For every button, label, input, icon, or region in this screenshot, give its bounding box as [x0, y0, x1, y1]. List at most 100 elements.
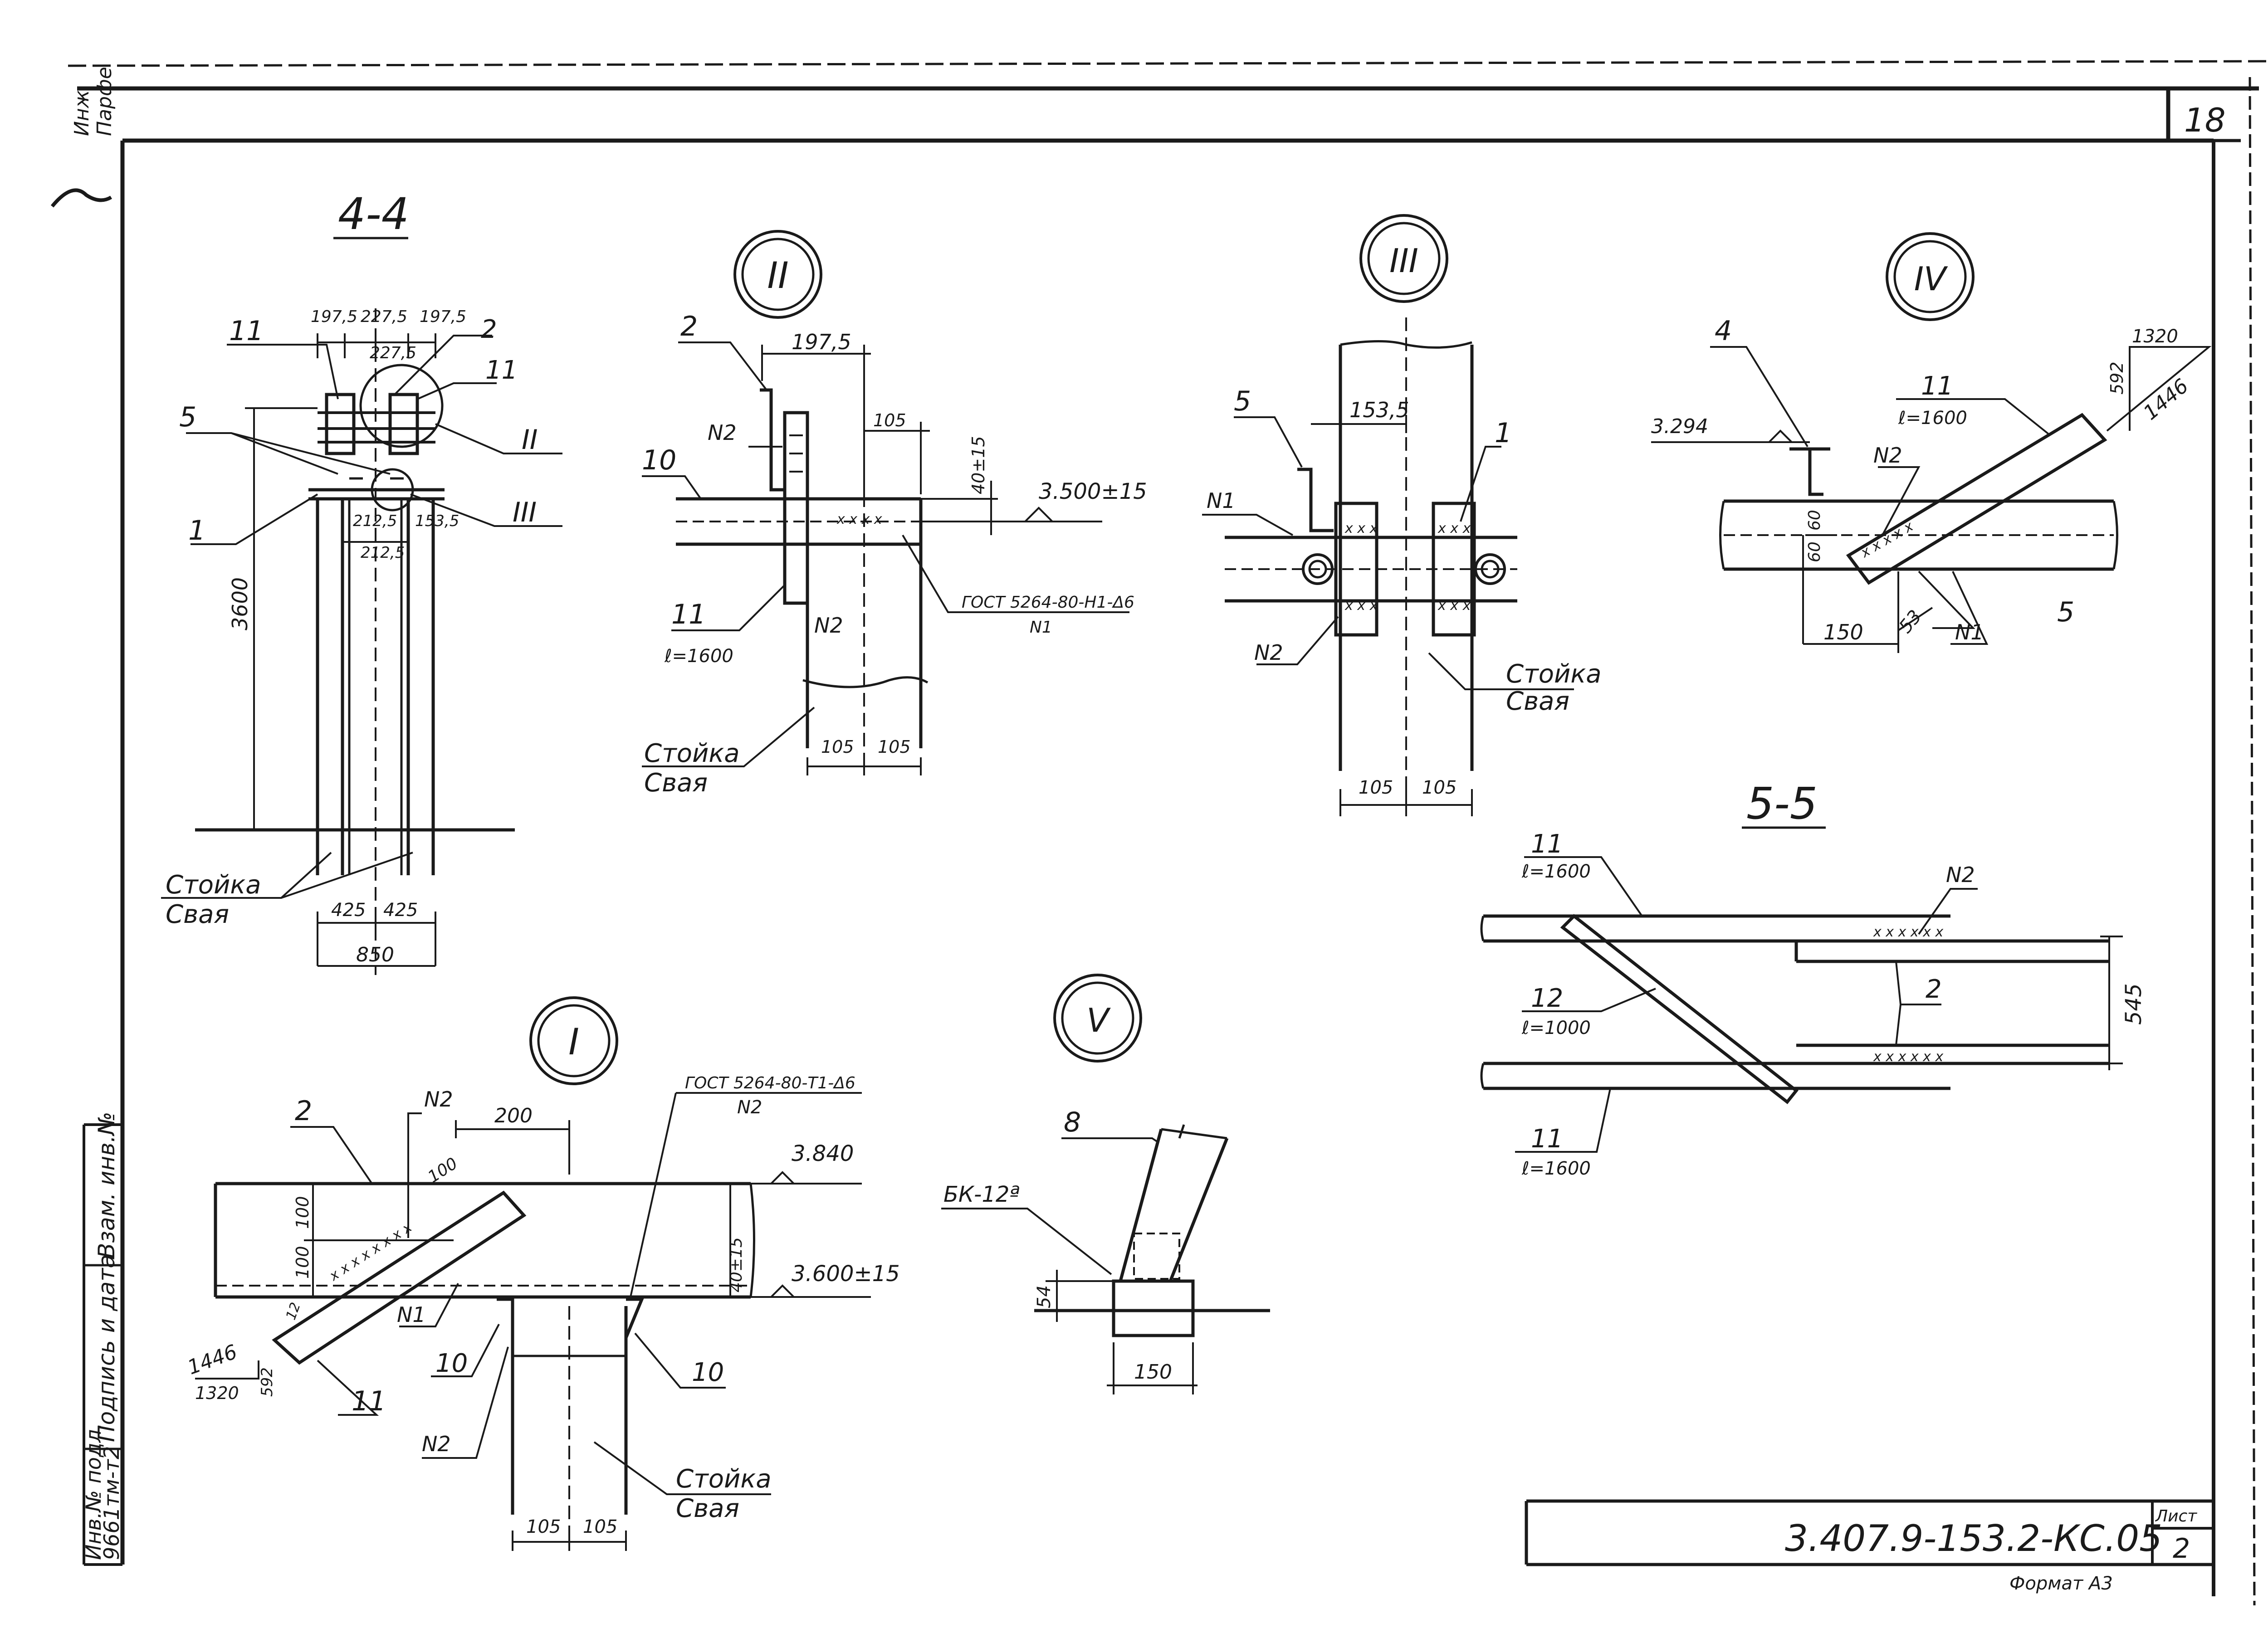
stamp-vzam: Взам. инв.№ [93, 1112, 120, 1258]
dim-3600: 3600 [228, 577, 252, 630]
node-mark-I: I [568, 1021, 579, 1063]
label-11-left: 11 [229, 315, 264, 347]
section-title-4-4: 4-4 [338, 189, 409, 239]
label-5: 5 [179, 401, 196, 433]
callout-II: II [522, 424, 538, 456]
slope-1320-I: 1320 [195, 1383, 239, 1403]
label-11-5-5-top: 11 [1531, 829, 1563, 859]
post-stoyka-II: Стойка [644, 739, 740, 768]
label-11-I: 11 [352, 1385, 386, 1417]
callout-III: III [513, 497, 537, 528]
format-label: Формат А3 [2009, 1573, 2113, 1594]
document-code: 3.407.9-153.2-КС.05 [1785, 1517, 2162, 1560]
post-label-svaya: Свая [166, 900, 229, 929]
dim-227-mid: 227,5 [370, 344, 416, 362]
label-10-I-right: 10 [692, 1358, 724, 1387]
gost-I: ГОСТ 5264-80-Т1-Δ6 [685, 1074, 855, 1092]
label-2-II: 2 [680, 311, 698, 342]
dim-54-V: 54 [1034, 1285, 1055, 1308]
stamp-inv-podl: Инв.№ подл. [81, 1423, 106, 1560]
weld-N2-IV: N2 [1873, 443, 1902, 468]
weld-marks-III-3: x x x [1344, 598, 1378, 614]
dim-227-top: 227,5 [361, 307, 407, 326]
dim-153-low: 153,5 [415, 512, 459, 530]
label-2-I: 2 [295, 1095, 312, 1127]
weld-N2-I-bot: N2 [422, 1432, 451, 1456]
weld-N2-I-top: N2 [424, 1087, 453, 1112]
dim-150-V: 150 [1134, 1360, 1172, 1384]
node-III: III x x x x x x x x x x x x 153,5 105 10… [1202, 214, 1602, 816]
length-IV: ℓ=1600 [1898, 408, 1967, 429]
label-11-IV: 11 [1921, 371, 1953, 401]
page-number: 18 [2184, 101, 2226, 139]
label-2: 2 [481, 315, 497, 344]
post-svaya-I: Свая [676, 1494, 739, 1523]
dim-150-IV: 150 [1823, 620, 1863, 644]
dim-105-II: 105 [873, 410, 906, 430]
weld-marks-III-4: x x x [1437, 598, 1471, 614]
title-block: 3.407.9-153.2-КС.05 Лист 2 Формат А3 [1525, 1499, 2214, 1594]
weld-N2-III: N2 [1254, 640, 1283, 665]
dim-197-left: 197,5 [311, 307, 357, 326]
dim-197-II: 197,5 [792, 330, 851, 354]
weld-N2-5-5: N2 [1946, 863, 1975, 887]
corner-note-1: Инж. [70, 84, 93, 136]
list-label: Лист [2155, 1507, 2197, 1526]
dim-100b-I: 100 [293, 1246, 313, 1279]
post-svaya-III: Свая [1506, 687, 1569, 716]
label-5-IV: 5 [2057, 596, 2074, 628]
section-5-5: 5-5 x x x x x x x x x x x x 545 11 ℓ=160… [1480, 778, 2146, 1179]
dim-212-low: 212,5 [353, 512, 397, 530]
weld-N1-IV: N1 [1955, 620, 1984, 644]
post-label-stoyka: Стойка [166, 870, 261, 900]
dim-425-right: 425 [383, 900, 418, 921]
label-11-II: 11 [671, 599, 706, 630]
dim-105b-II: 105 [878, 737, 911, 757]
gost-II: ГОСТ 5264-80-Н1-Δ6 [962, 593, 1134, 612]
weld-N1-III: N1 [1207, 488, 1236, 513]
node-II: II x x x x 197,5 105 40±15 3.500±15 ГОСТ… [642, 230, 1147, 798]
slope-592-IV: 592 [2107, 361, 2127, 395]
length-12-5-5: ℓ=1000 [1521, 1018, 1591, 1038]
label-5-III: 5 [1234, 385, 1251, 417]
node-mark-V: V [1086, 1001, 1111, 1039]
node-V: V 150 54 8 БК-12ª [941, 974, 1270, 1394]
slope-592-I: 592 [258, 1367, 276, 1397]
gost-n-II: N1 [1030, 618, 1052, 637]
level-3600-I: 3.600±15 [792, 1261, 900, 1287]
section-4-4: 4-4 197,5 227,5 197,5 227,5 212,5 153,5 … [161, 189, 562, 975]
level-IV: 3.294 [1651, 415, 1708, 438]
weld-N2-II-a: N2 [708, 420, 737, 445]
label-10-II: 10 [642, 444, 676, 476]
stamp-podpis: Подпись и дата [93, 1254, 120, 1442]
level-II: 3.500±15 [1039, 479, 1147, 504]
weld-marks-III-2: x x x [1437, 521, 1471, 536]
dim-105a-II: 105 [821, 737, 854, 757]
stamp-inv-value: 9661тм-т2 [99, 1446, 124, 1560]
label-1: 1 [188, 515, 205, 546]
dim-545: 545 [2121, 983, 2146, 1025]
post-stoyka-III: Стойка [1506, 659, 1602, 689]
mark-bk-V: БК-12ª [943, 1182, 1020, 1207]
dim-105a-III: 105 [1359, 777, 1393, 798]
section-title-5-5: 5-5 [1746, 778, 1818, 829]
dim-105b-I: 105 [583, 1516, 617, 1537]
dim-105a-I: 105 [526, 1516, 561, 1537]
node-mark-IV: IV [1914, 260, 1948, 298]
label-4-IV: 4 [1715, 315, 1732, 347]
node-mark-III: III [1389, 242, 1418, 280]
weld-marks-5-5-top: x x x x x x [1873, 924, 1943, 940]
weld-marks-II: x x x x [836, 512, 882, 527]
side-stamp: Взам. инв.№ Подпись и дата Инв.№ подл. 9… [81, 1112, 124, 1566]
weld-marks-5-5-bot: x x x x x x [1873, 1049, 1943, 1065]
dim-197-right: 197,5 [420, 307, 466, 326]
dim-105b-III: 105 [1422, 777, 1457, 798]
post-stoyka-I: Стойка [676, 1464, 772, 1494]
dim-tol-II: 40±15 [968, 436, 988, 494]
slope-1320-IV: 1320 [2132, 326, 2178, 347]
length-II: ℓ=1600 [664, 646, 733, 667]
corner-note-2: Парфе [93, 67, 116, 136]
label-2-5-5: 2 [1926, 975, 1942, 1004]
dim-425-left: 425 [331, 900, 366, 921]
